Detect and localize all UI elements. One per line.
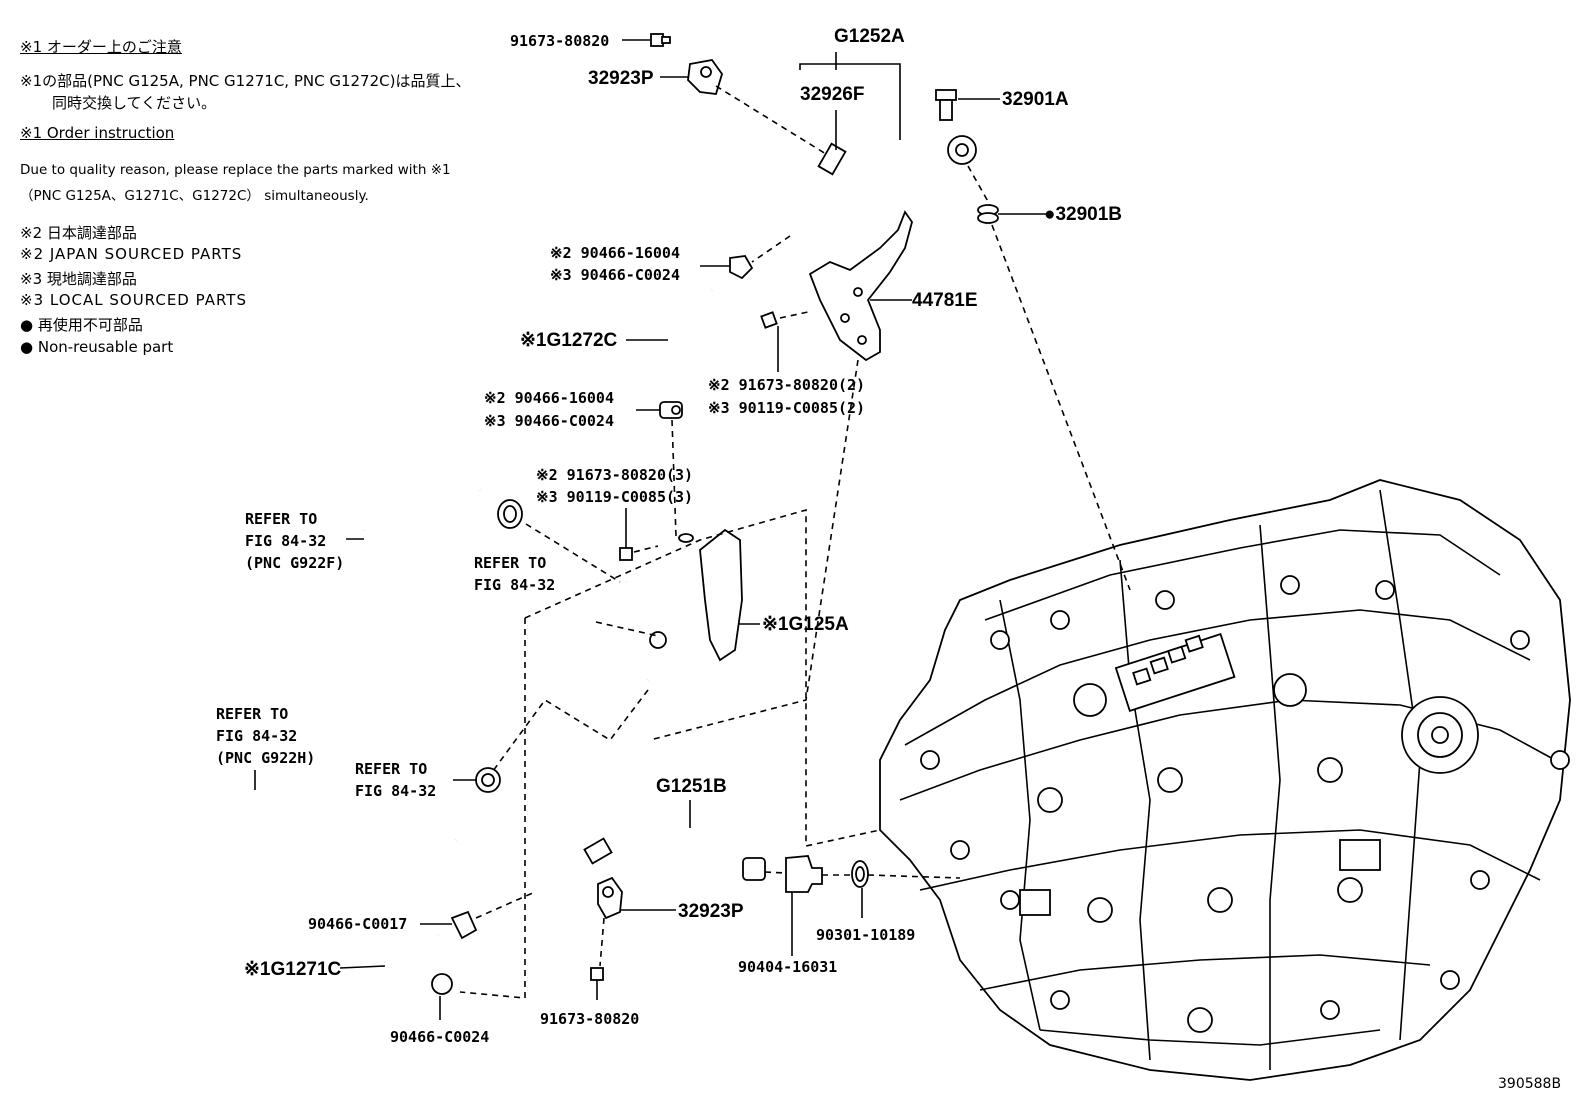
label-refer-b-2: FIG 84-32 xyxy=(355,782,436,800)
label-32923p-top: 32923P xyxy=(588,68,654,89)
label-g1272c: ※1G1272C xyxy=(520,330,618,351)
pipe-g125a xyxy=(622,528,743,684)
bolt-91673-80820-bottom xyxy=(590,967,604,981)
label-refer-a-1: REFER TO xyxy=(474,554,546,572)
clamp-ref-b xyxy=(475,767,501,793)
label-clip-mid-local: ※3 90466-C0024 xyxy=(484,412,614,430)
label-refer-b-1: REFER TO xyxy=(355,760,427,778)
label-bolt-2-local: ※3 90119-C0085(2) xyxy=(708,399,865,417)
label-bolt-3-japan: ※2 91673-80820(3) xyxy=(536,466,693,484)
label-32926f: 32926F xyxy=(800,84,864,105)
pipe-g1252a xyxy=(785,132,977,239)
label-refer-g922f-3: (PNC G922F) xyxy=(245,554,344,572)
label-refer-g922f-1: REFER TO xyxy=(245,510,317,528)
order-text-jp-1: ※1の部品(PNC G125A, PNC G1271C, PNC G1272C)… xyxy=(20,72,471,90)
legend-local-jp: ※3 現地調達部品 xyxy=(20,270,137,288)
legend-nonreusable-en: ● Non-reusable part xyxy=(20,338,174,356)
bolt-91673-80820-3 xyxy=(619,547,633,561)
hose-g1272c xyxy=(663,284,717,395)
label-refer-g922h-2: FIG 84-32 xyxy=(216,727,297,745)
label-g1271c: ※1G1271C xyxy=(244,959,342,980)
bolt-91673-80820-2 xyxy=(760,311,778,329)
gasket-32901b xyxy=(977,204,999,224)
clamp-ref-a xyxy=(497,499,523,529)
clip-90466-c0017 xyxy=(450,910,478,940)
legend-local-en: ※3 LOCAL SOURCED PARTS xyxy=(20,291,247,309)
legend-japan-en: ※2 JAPAN SOURCED PARTS xyxy=(20,245,243,263)
label-90466-c0017: 90466-C0017 xyxy=(308,915,407,933)
transmission-assembly xyxy=(879,479,1571,1081)
label-32901b: ●32901B xyxy=(1044,204,1122,225)
bracket-44781e xyxy=(808,210,913,362)
hose-ref-g922h xyxy=(73,708,462,862)
label-refer-g922h-3: (PNC G922H) xyxy=(216,749,315,767)
label-bolt-2-japan: ※2 91673-80820(2) xyxy=(708,376,865,394)
order-text-en-1: Due to quality reason, please replace th… xyxy=(20,162,451,178)
label-refer-a-2: FIG 84-32 xyxy=(474,576,555,594)
label-91673-80820-top: 91673-80820 xyxy=(510,32,609,50)
label-44781e: 44781E xyxy=(912,290,978,311)
order-header-en: ※1 Order instruction xyxy=(20,124,175,142)
label-91673-80820-bottom: 91673-80820 xyxy=(540,1010,639,1028)
leader-lines xyxy=(254,39,1048,1020)
label-clip-mid-japan: ※2 90466-16004 xyxy=(484,389,614,407)
order-text-jp-2: 同時交換してください。 xyxy=(52,94,217,112)
part-labels: 91673-80820 32923P G1252A 32926F 32901A … xyxy=(216,26,1561,1092)
pipe-g1251b xyxy=(532,819,766,895)
hose-ref-g922f xyxy=(359,468,483,560)
label-bolt-3-local: ※3 90119-C0085(3) xyxy=(536,488,693,506)
hose-g1271c xyxy=(382,929,443,976)
union-bolt-32901a xyxy=(935,89,957,121)
clip-90466-c0024-bottom xyxy=(431,973,453,995)
label-refer-g922f-2: FIG 84-32 xyxy=(245,532,326,550)
clip-90466-middle xyxy=(659,401,683,419)
label-g1251b: G1251B xyxy=(656,776,727,797)
clamp-32923p-bottom xyxy=(597,876,623,920)
label-g1252a: G1252A xyxy=(834,26,905,47)
legend-japan-jp: ※2 日本調達部品 xyxy=(20,224,137,242)
label-90404-16031: 90404-16031 xyxy=(738,958,837,976)
label-90466-c0024-bottom: 90466-C0024 xyxy=(390,1028,489,1046)
clamp-32923p-top xyxy=(687,59,723,95)
connector-90404-16031 xyxy=(785,855,823,893)
order-header-jp: ※1 オーダー上のご注意 xyxy=(20,38,182,56)
legend-nonreusable-jp: ● 再使用不可部品 xyxy=(20,316,143,334)
label-32923p-bottom: 32923P xyxy=(678,901,744,922)
figure-id: 390588B xyxy=(1498,1076,1561,1092)
label-g125a: ※1G125A xyxy=(762,614,849,635)
gasket-90301-10189 xyxy=(851,860,869,888)
label-refer-g922h-1: REFER TO xyxy=(216,705,288,723)
order-text-en-2: （PNC G125A、G1271C、G1272C） simultaneously… xyxy=(20,188,369,204)
label-90301-10189: 90301-10189 xyxy=(816,926,915,944)
bolt-91673-80820-top xyxy=(650,33,671,47)
clip-90466-upper xyxy=(729,255,754,280)
label-clip-upper-japan: ※2 90466-16004 xyxy=(550,244,680,262)
label-clip-upper-local: ※3 90466-C0024 xyxy=(550,266,680,284)
phantom-lines xyxy=(459,85,1131,999)
label-32901a: 32901A xyxy=(1002,89,1069,110)
